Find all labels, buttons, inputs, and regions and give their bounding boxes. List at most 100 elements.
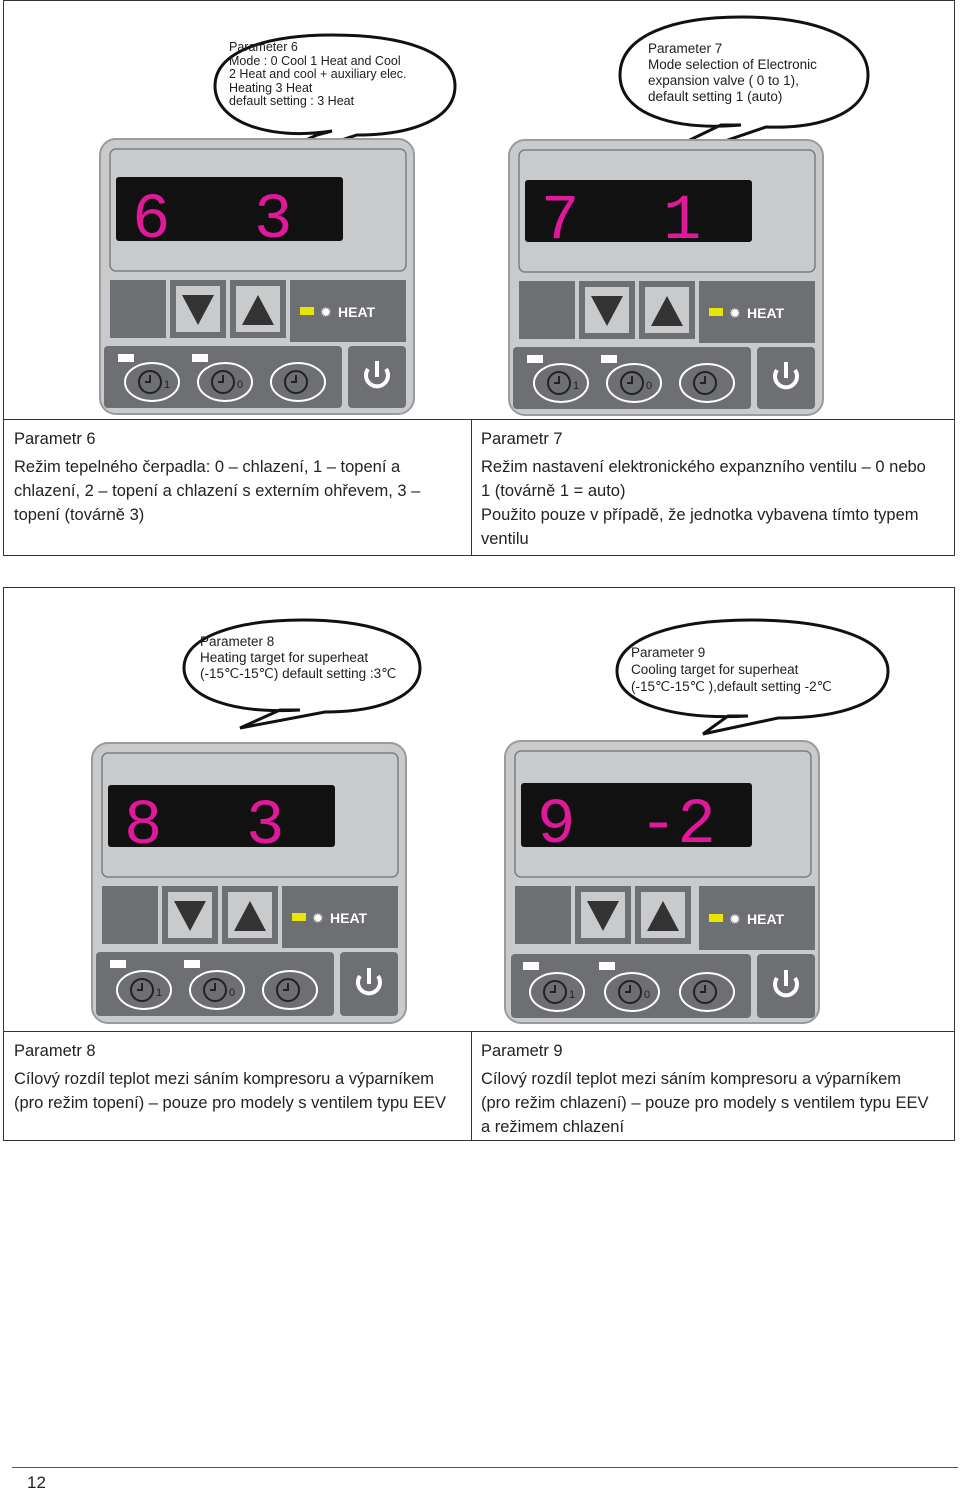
clock-button[interactable]: [679, 363, 735, 403]
display-digit-left: 6: [132, 185, 170, 257]
heat-label: HEAT: [338, 304, 376, 320]
svg-text:0: 0: [646, 380, 652, 392]
controller-drawing: 8 3 ✹ HEAT 1: [91, 742, 407, 1024]
clock-icon: [693, 980, 717, 1004]
parameter-block-1: Parameter 6 Mode : 0 Cool 1 Heat and Coo…: [3, 0, 955, 556]
clock-button[interactable]: [679, 972, 735, 1012]
timer-on-button[interactable]: [116, 970, 172, 1010]
blank-key[interactable]: [102, 886, 158, 944]
page-number: 12: [27, 1473, 46, 1492]
down-arrow-icon: [174, 901, 206, 931]
controller-panel-6: 6 3 ✹ HEAT 1: [98, 137, 418, 417]
speech-bubble-parameter-6: Parameter 6 Mode : 0 Cool 1 Heat and Coo…: [207, 31, 457, 185]
svg-text:1: 1: [164, 379, 170, 391]
svg-text:1: 1: [573, 380, 579, 392]
parameter-block-2: Parameter 8 Heating target for superheat…: [3, 587, 955, 1141]
clock-icon: [547, 371, 571, 395]
clock-icon: [284, 370, 308, 394]
display-digit-right: 3: [246, 791, 284, 863]
clock-icon: [693, 371, 717, 395]
footer-rule: [12, 1467, 958, 1468]
clock-icon: [211, 370, 235, 394]
svg-text:1: 1: [569, 989, 575, 1001]
heat-led: [300, 307, 314, 315]
svg-text:0: 0: [237, 379, 243, 391]
controller-drawing: 7 1 ✹ HEAT 1: [508, 139, 824, 416]
heat-label: HEAT: [747, 911, 785, 927]
clock-icon: [620, 371, 644, 395]
bubble-text: Parameter 7 Mode selection of Electronic…: [648, 41, 817, 104]
heat-led: [709, 308, 723, 316]
controller-panel-8: 8 3 ✹ HEAT 1: [90, 741, 410, 1024]
image-row-2: Parameter 8 Heating target for superheat…: [4, 588, 954, 1032]
caption-title: Parametr 7: [481, 430, 563, 448]
display-digit-left: 8: [124, 791, 162, 863]
caption-title: Parametr 9: [481, 1042, 563, 1060]
svg-text:1: 1: [156, 987, 162, 999]
timer-off-button[interactable]: [606, 363, 662, 403]
power-icon: [773, 368, 799, 390]
caption-parameter-8: Parametr 8 Cílový rozdíl teplot mezi sán…: [4, 1031, 472, 1140]
caption-text: Režim nastavení elektronického expanzníh…: [481, 458, 926, 500]
caption-parameter-6: Parametr 6 Režim tepelného čerpadla: 0 –…: [4, 419, 472, 555]
caption-parameter-7: Parametr 7 Režim nastavení elektronickéh…: [471, 419, 939, 555]
down-arrow-icon: [587, 901, 619, 931]
blank-key[interactable]: [519, 281, 575, 339]
clock-icon: [618, 980, 642, 1004]
heat-label: HEAT: [747, 305, 785, 321]
speech-bubble-parameter-8: Parameter 8 Heating target for superheat…: [180, 616, 422, 731]
clock-button[interactable]: [262, 970, 318, 1010]
controller-drawing: 6 3 ✹ HEAT 1: [99, 138, 415, 415]
clock-button[interactable]: [270, 362, 326, 402]
down-arrow-icon: [591, 296, 623, 326]
display-digit-right: 1: [663, 186, 701, 258]
svg-text:0: 0: [644, 989, 650, 1001]
heat-led: [709, 914, 723, 922]
image-row-1: Parameter 6 Mode : 0 Cool 1 Heat and Coo…: [4, 1, 954, 420]
heat-led: [292, 913, 306, 921]
up-arrow-icon: [647, 901, 679, 931]
caption-text: Cílový rozdíl teplot mezi sáním kompreso…: [14, 1070, 446, 1112]
display-digit-right: 3: [254, 185, 292, 257]
timer-on-button[interactable]: [533, 363, 589, 403]
clock-icon: [276, 978, 300, 1002]
blank-key[interactable]: [515, 886, 571, 944]
speech-bubble-parameter-7: Parameter 7 Mode selection of Electronic…: [616, 13, 870, 180]
power-icon: [364, 367, 390, 389]
up-arrow-icon: [242, 295, 274, 325]
caption-text: Režim tepelného čerpadla: 0 – chlazení, …: [14, 458, 421, 524]
timer-off-button[interactable]: [189, 970, 245, 1010]
caption-title: Parametr 6: [14, 430, 96, 448]
power-icon: [356, 974, 382, 996]
clock-icon: [138, 370, 162, 394]
bubble-text: Parameter 6 Mode : 0 Cool 1 Heat and Coo…: [229, 40, 407, 108]
timer-off-button[interactable]: [197, 362, 253, 402]
display-digit-right: -2: [639, 790, 716, 862]
timer-off-button[interactable]: [604, 972, 660, 1012]
caption-title: Parametr 8: [14, 1042, 96, 1060]
sun-icon: ✹: [729, 911, 741, 927]
sun-icon: ✹: [312, 910, 324, 926]
bubble-text: Parameter 8 Heating target for superheat…: [200, 634, 397, 681]
bubble-text: Parameter 9 Cooling target for superheat…: [631, 645, 832, 694]
controller-drawing: 9 -2 ✹ HEAT 1: [504, 740, 820, 1024]
timer-on-button[interactable]: [529, 972, 585, 1012]
controller-panel-9: 9 -2 ✹ HEAT 1: [503, 739, 823, 1024]
up-arrow-icon: [234, 901, 266, 931]
display-digit-left: 7: [541, 186, 579, 258]
down-arrow-icon: [182, 295, 214, 325]
speech-bubble-parameter-9: Parameter 9 Cooling target for superheat…: [613, 616, 890, 736]
clock-icon: [203, 978, 227, 1002]
controller-panel-7: 7 1 ✹ HEAT 1: [507, 138, 827, 418]
heat-label: HEAT: [330, 910, 368, 926]
clock-icon: [543, 980, 567, 1004]
caption-text: Použito pouze v případě, že jednotka vyb…: [481, 506, 919, 548]
timer-on-button[interactable]: [124, 362, 180, 402]
up-arrow-icon: [651, 296, 683, 326]
clock-icon: [130, 978, 154, 1002]
svg-text:0: 0: [229, 987, 235, 999]
caption-parameter-9: Parametr 9 Cílový rozdíl teplot mezi sán…: [471, 1031, 939, 1140]
display-digit-left: 9: [537, 790, 575, 862]
power-icon: [773, 976, 799, 998]
blank-key[interactable]: [110, 280, 166, 338]
